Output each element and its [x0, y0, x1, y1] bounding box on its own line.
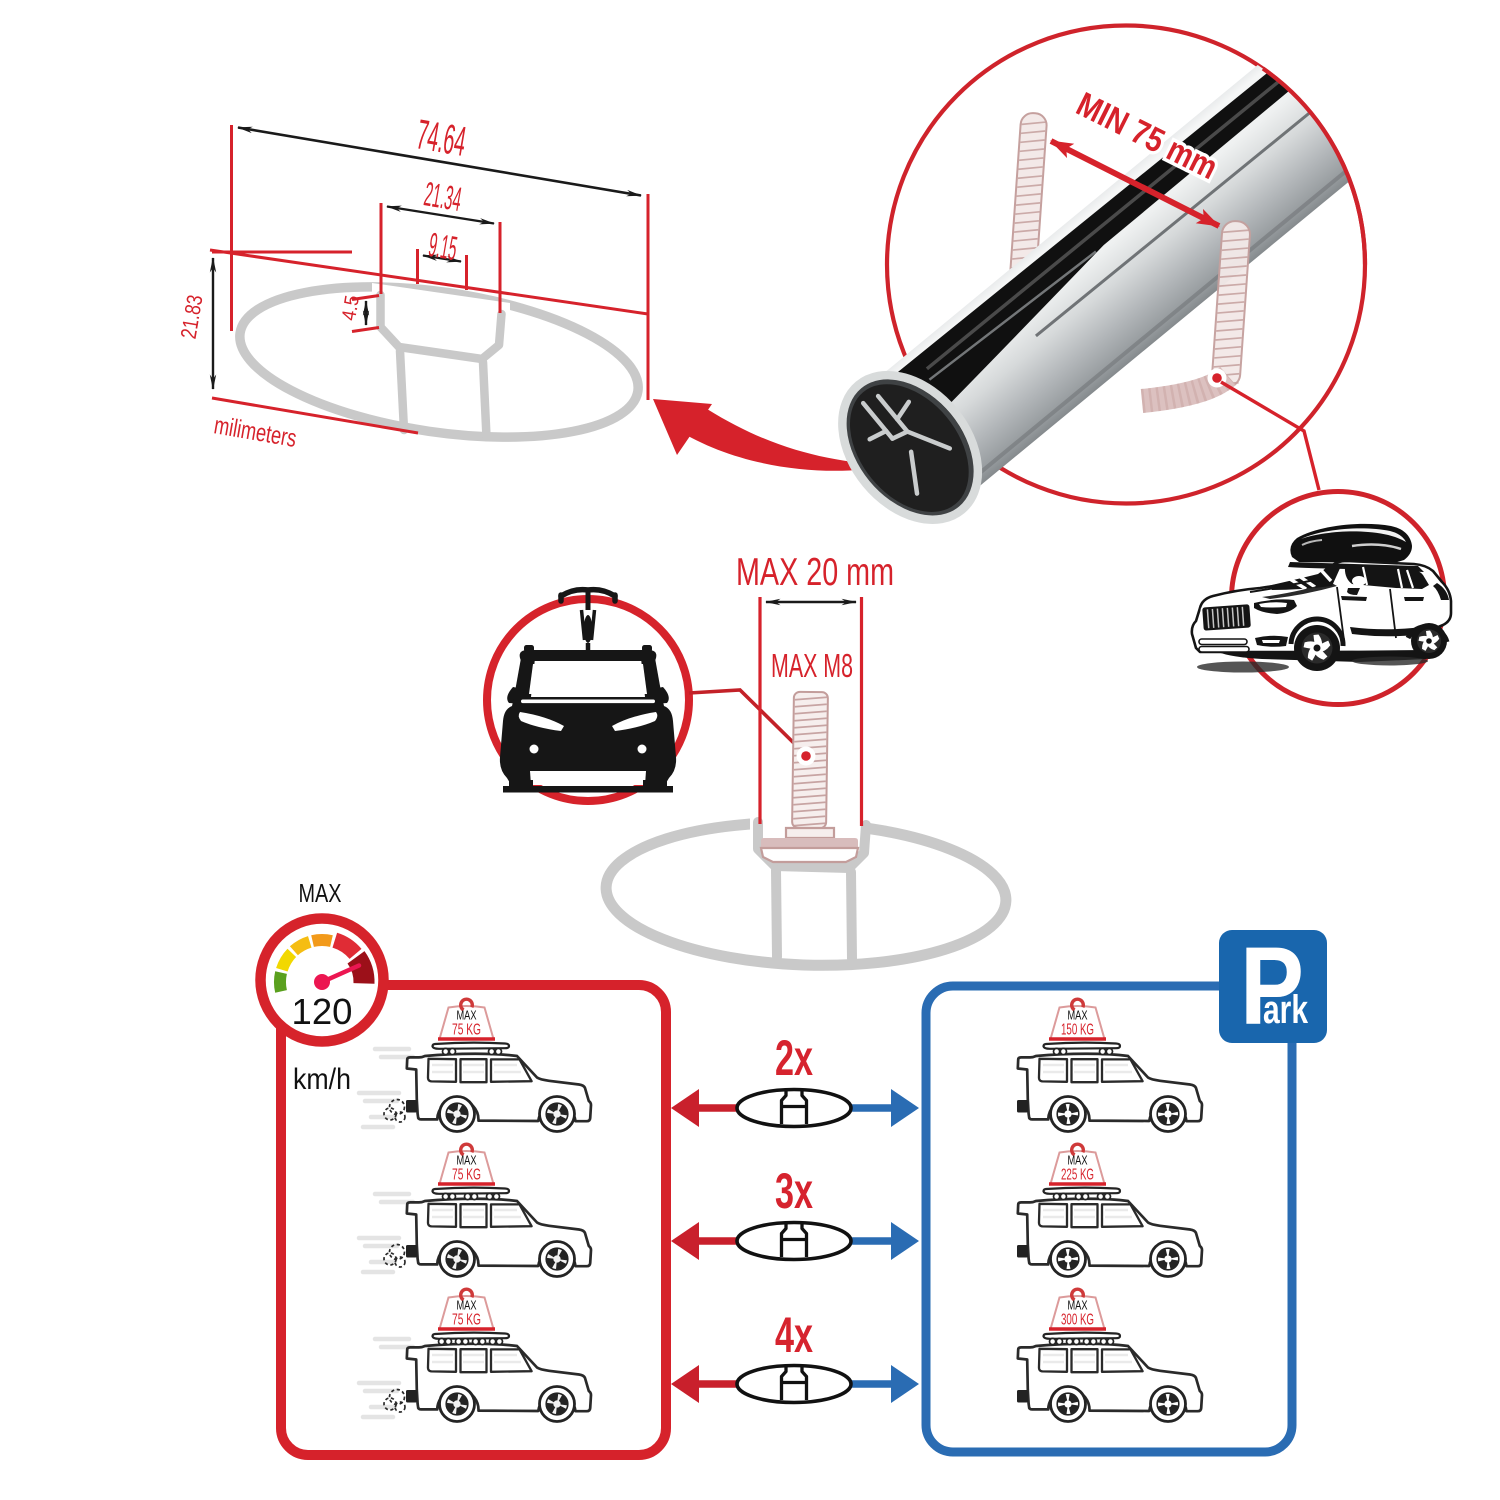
svg-text:MAX: MAX	[1068, 1009, 1088, 1023]
svg-text:75 KG: 75 KG	[452, 1167, 481, 1184]
svg-text:9.15: 9.15	[426, 226, 460, 268]
svg-text:MAX: MAX	[1068, 1299, 1088, 1313]
svg-text:km/h: km/h	[293, 1063, 351, 1096]
svg-text:74.64: 74.64	[413, 110, 469, 165]
svg-text:75 KG: 75 KG	[452, 1312, 481, 1329]
svg-text:MAX 20 mm: MAX 20 mm	[736, 551, 894, 594]
svg-text:4.5: 4.5	[338, 294, 364, 322]
svg-text:225 KG: 225 KG	[1061, 1167, 1094, 1184]
svg-text:300 KG: 300 KG	[1061, 1312, 1094, 1329]
svg-text:P: P	[1240, 925, 1304, 1048]
svg-text:150 KG: 150 KG	[1061, 1022, 1094, 1039]
svg-text:MAX: MAX	[457, 1154, 477, 1168]
svg-text:120: 120	[292, 991, 353, 1032]
svg-text:75 KG: 75 KG	[452, 1022, 481, 1039]
svg-text:milimeters: milimeters	[212, 411, 299, 453]
svg-text:2x: 2x	[775, 1030, 813, 1086]
svg-text:21.34: 21.34	[421, 175, 464, 219]
svg-text:MAX: MAX	[1068, 1154, 1088, 1168]
svg-text:ark: ark	[1263, 988, 1309, 1032]
svg-text:MAX: MAX	[299, 878, 342, 908]
svg-text:21.83: 21.83	[176, 293, 208, 341]
svg-text:MAX: MAX	[457, 1009, 477, 1023]
svg-text:4x: 4x	[775, 1307, 813, 1363]
svg-text:MAX: MAX	[457, 1299, 477, 1313]
svg-text:MAX M8: MAX M8	[771, 647, 853, 684]
svg-text:3x: 3x	[775, 1163, 813, 1219]
